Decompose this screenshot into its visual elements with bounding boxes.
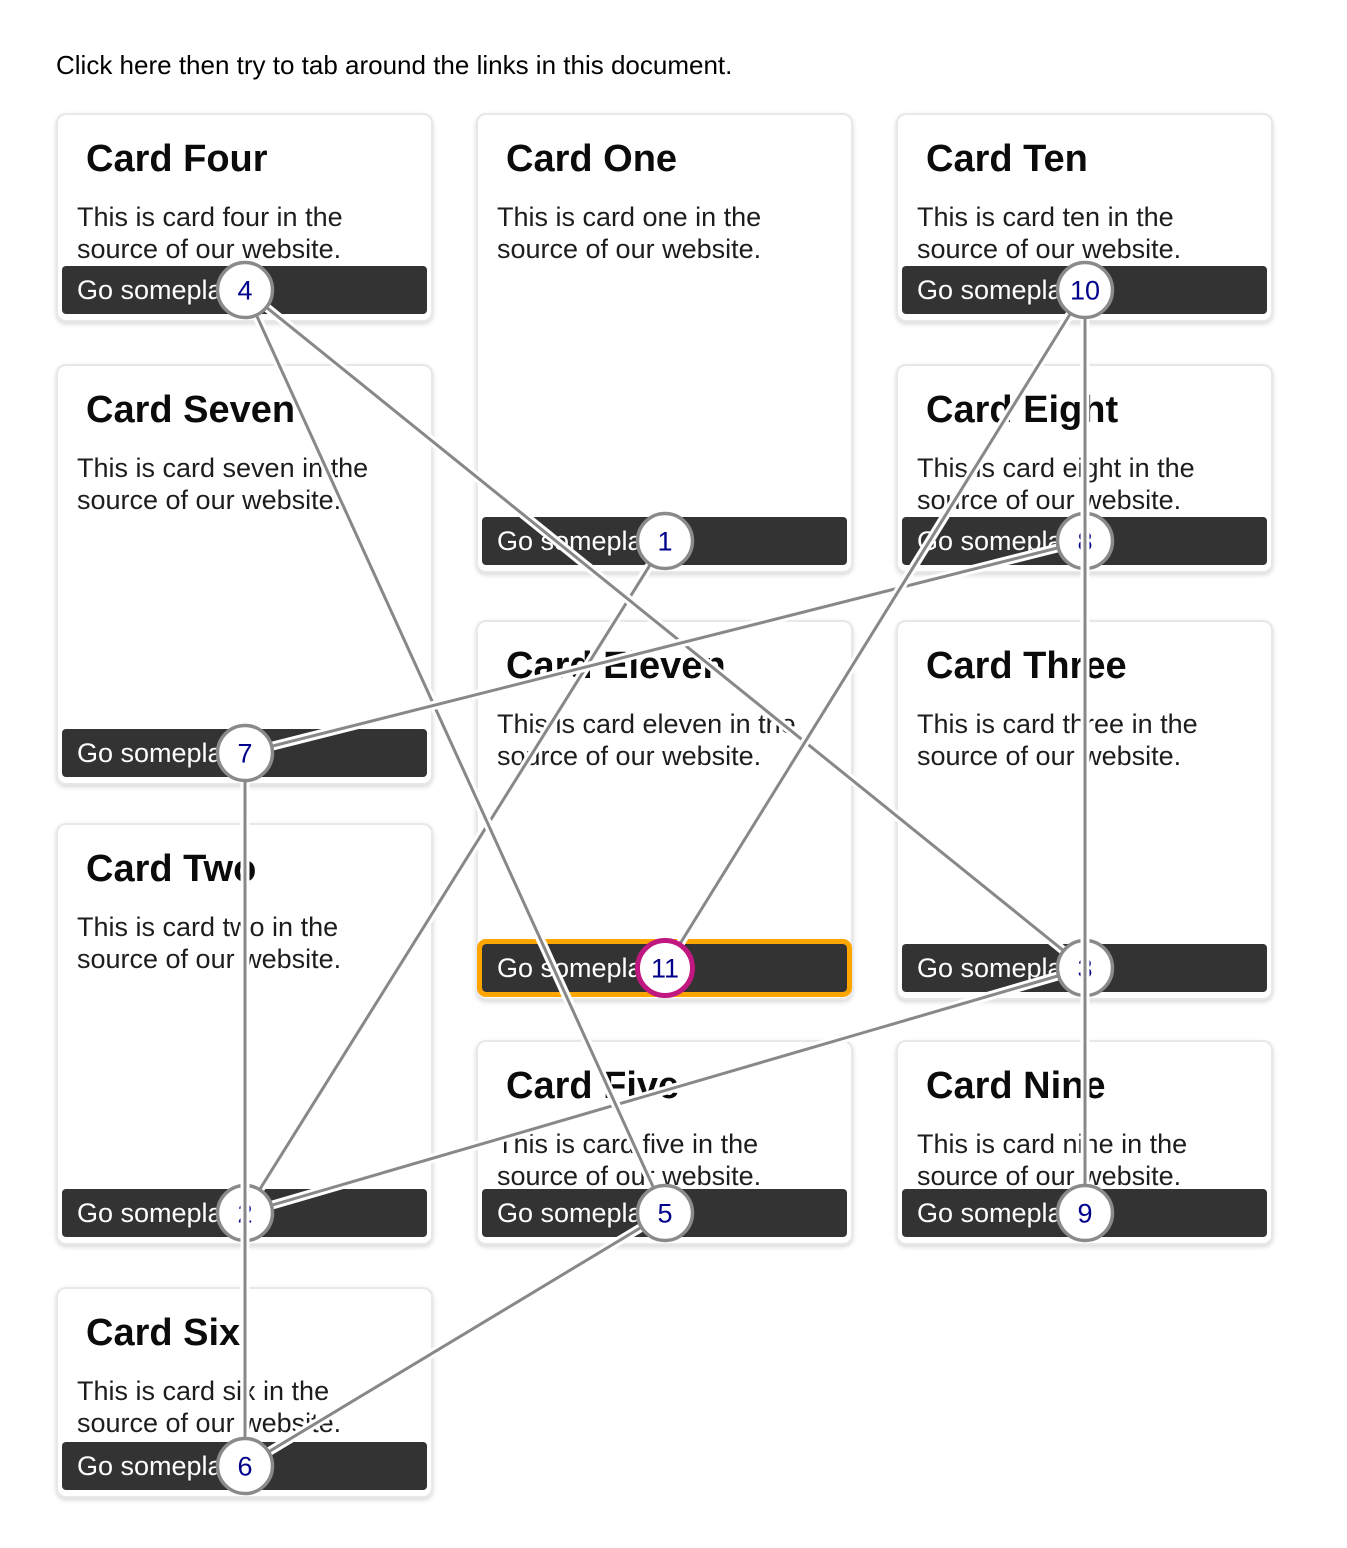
go-someplace-link[interactable]: Go someplace [62,266,427,314]
go-someplace-link[interactable]: Go someplace [62,1189,427,1237]
card-text: This is card one in the source of our we… [497,201,762,264]
card: Card Five This is card five in the sourc… [476,1040,853,1245]
card-title: Card Nine [926,1065,1106,1107]
go-someplace-link[interactable]: Go someplace [902,266,1267,314]
card-title: Card Six [86,1312,241,1354]
card-title: Card Four [86,138,268,180]
go-someplace-link[interactable]: Go someplace [482,1189,847,1237]
card-text: This is card two in the source of our we… [77,911,342,974]
card-title: Card Eight [926,389,1119,431]
card-text: This is card nine in the source of our w… [917,1128,1188,1191]
go-someplace-link[interactable]: Go someplace [482,517,847,565]
go-someplace-link[interactable]: Go someplace [62,1442,427,1490]
card: Card Seven This is card seven in the sou… [56,364,433,785]
card-text: This is card four in the source of our w… [77,201,343,264]
go-someplace-link[interactable]: Go someplace [477,939,852,997]
card: Card Two This is card two in the source … [56,823,433,1245]
instruction-text: Click here then try to tab around the li… [56,50,733,80]
card: Card Four This is card four in the sourc… [56,113,433,322]
go-someplace-link[interactable]: Go someplace [902,1189,1267,1237]
card-title: Card Two [86,848,257,890]
card: Card Eleven This is card eleven in the s… [476,620,853,1000]
card-title: Card Seven [86,389,296,431]
card-title: Card One [506,138,678,180]
go-someplace-link[interactable]: Go someplace [902,517,1267,565]
card-text: This is card ten in the source of our we… [917,201,1182,264]
card: Card Eight This is card eight in the sou… [896,364,1273,573]
card-title: Card Three [926,645,1127,687]
card-title: Card Ten [926,138,1088,180]
card: Card Ten This is card ten in the source … [896,113,1273,322]
go-someplace-link[interactable]: Go someplace [902,944,1267,992]
card-text: This is card five in the source of our w… [497,1128,762,1191]
card: Card Three This is card three in the sou… [896,620,1273,1000]
card-text: This is card three in the source of our … [917,708,1198,771]
card-text: This is card six in the source of our we… [77,1375,342,1438]
card: Card One This is card one in the source … [476,113,853,573]
card-text: This is card seven in the source of our … [77,452,369,515]
card-title: Card Five [506,1065,680,1107]
card-text: This is card eight in the source of our … [917,452,1195,515]
card: Card Nine This is card nine in the sourc… [896,1040,1273,1245]
card-text: This is card eleven in the source of our… [497,708,796,771]
card-title: Card Eleven [506,645,726,687]
go-someplace-link[interactable]: Go someplace [62,729,427,777]
card: Card Six This is card six in the source … [56,1287,433,1498]
